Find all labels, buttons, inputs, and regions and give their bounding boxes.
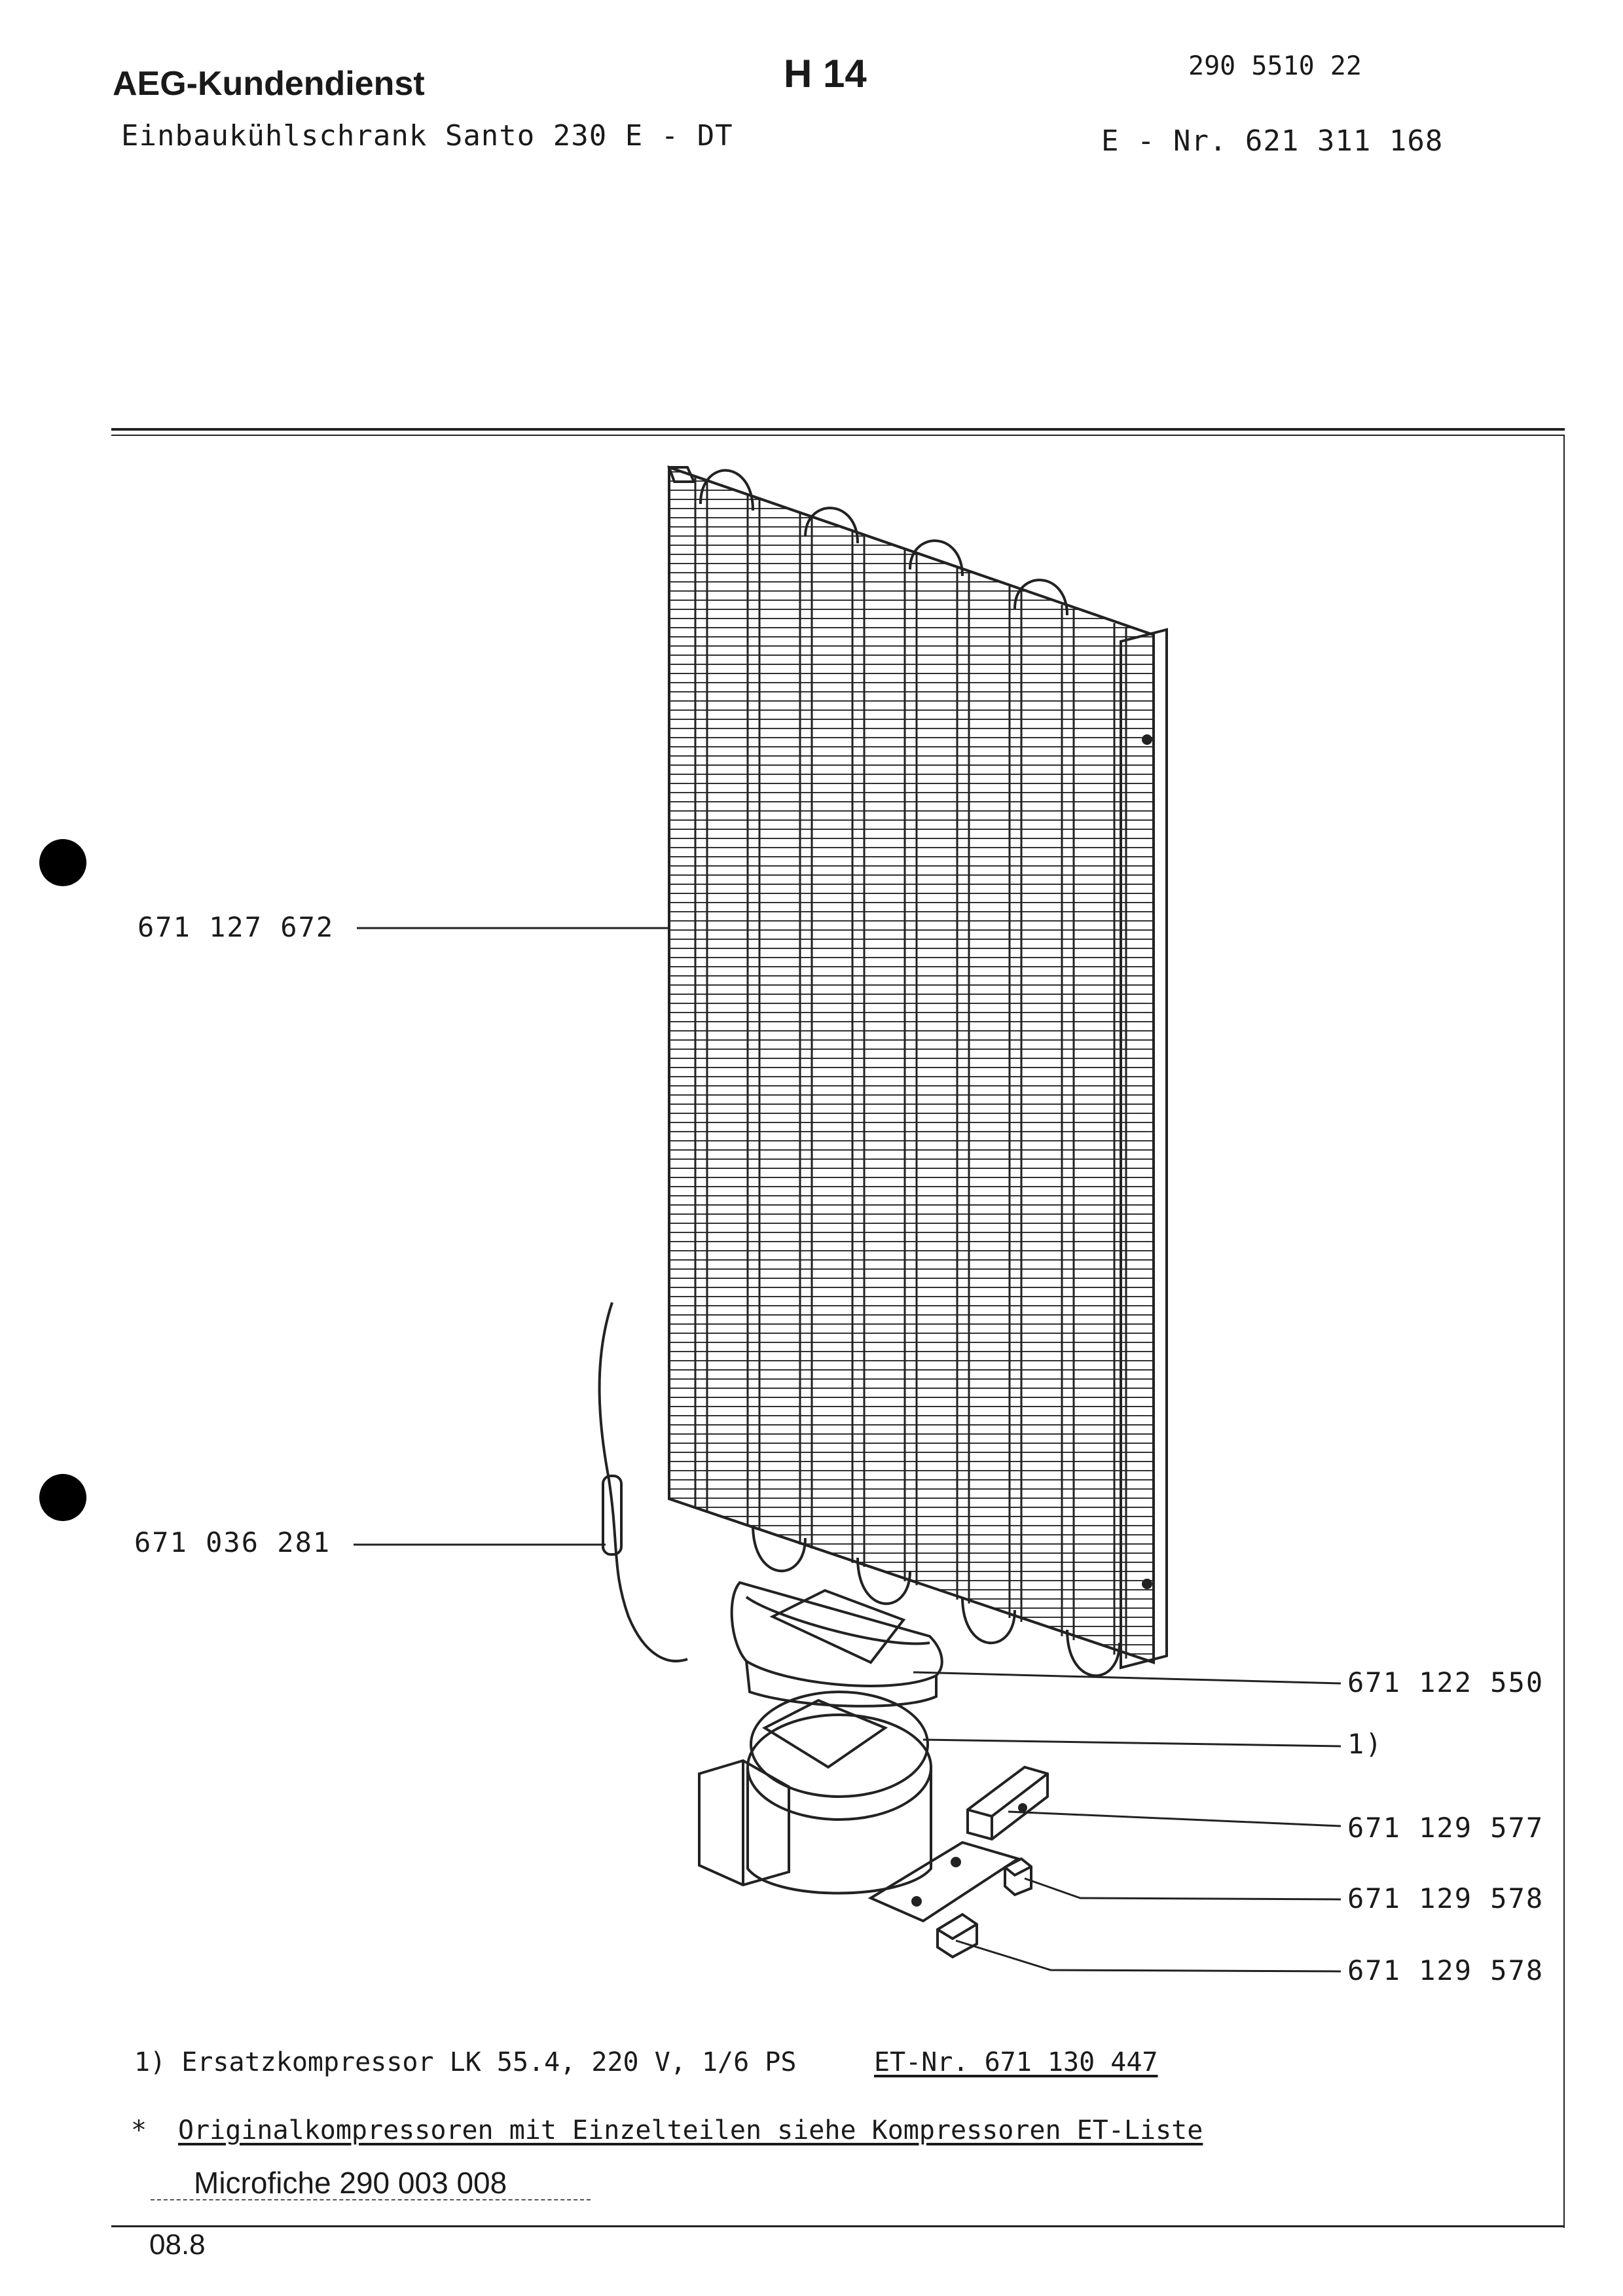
leader-line-bracket — [1008, 1810, 1341, 1827]
microfiche-reference: Microfiche 290 003 008 — [194, 2166, 507, 2200]
drip-tray — [730, 1581, 943, 1708]
leader-line-tray — [913, 1671, 1341, 1685]
footnote-et-number: ET-Nr. 671 130 447 — [874, 2047, 1158, 2077]
punch-hole-top — [39, 839, 86, 886]
compressor — [698, 1691, 1021, 1923]
sheet-number: H 14 — [784, 52, 867, 96]
part-number-compressor: 1) — [1347, 1728, 1383, 1760]
part-number-capillary: 671 036 281 — [134, 1526, 331, 1558]
model-subtitle: Einbaukühlschrank Santo 230 E - DT — [121, 119, 733, 152]
part-number-condenser: 671 127 672 — [137, 911, 335, 943]
thermostat-capillary — [598, 1302, 688, 1662]
part-number-drip-tray: 671 122 550 — [1347, 1666, 1544, 1698]
footnote-original-compressors: Originalkompressoren mit Einzelteilen si… — [178, 2115, 1203, 2145]
e-number: E - Nr. 621 311 168 — [1101, 124, 1444, 158]
frame-bottom — [111, 2225, 1565, 2227]
part-number-bracket: 671 129 577 — [1347, 1812, 1544, 1844]
clip-upper — [1004, 1857, 1032, 1897]
mounting-bracket — [966, 1765, 1049, 1841]
condenser-panel — [667, 465, 1168, 1677]
header-rule — [111, 428, 1565, 431]
clip-lower — [936, 1912, 978, 1959]
footnote-asterisk: * — [131, 2115, 147, 2145]
header-rule-thin — [111, 435, 1565, 436]
leader-line-compressor — [922, 1738, 1341, 1748]
leader-line-clip-lower — [955, 1939, 1341, 1973]
frame-right — [1563, 435, 1565, 2228]
leader-line-clip-upper — [1024, 1877, 1341, 1901]
revision-date: 08.8 — [149, 2229, 206, 2261]
part-number-clip-lower: 671 129 578 — [1347, 1954, 1544, 1986]
footnote-compressor: 1) Ersatzkompressor LK 55.4, 220 V, 1/6 … — [134, 2047, 797, 2077]
brand-title: AEG-Kundendienst — [113, 65, 425, 103]
punch-hole-bottom — [39, 1474, 86, 1521]
document-number: 290 5510 22 — [1188, 51, 1362, 81]
part-number-clip-upper: 671 129 578 — [1347, 1882, 1544, 1914]
microfiche-underline — [151, 2199, 591, 2200]
